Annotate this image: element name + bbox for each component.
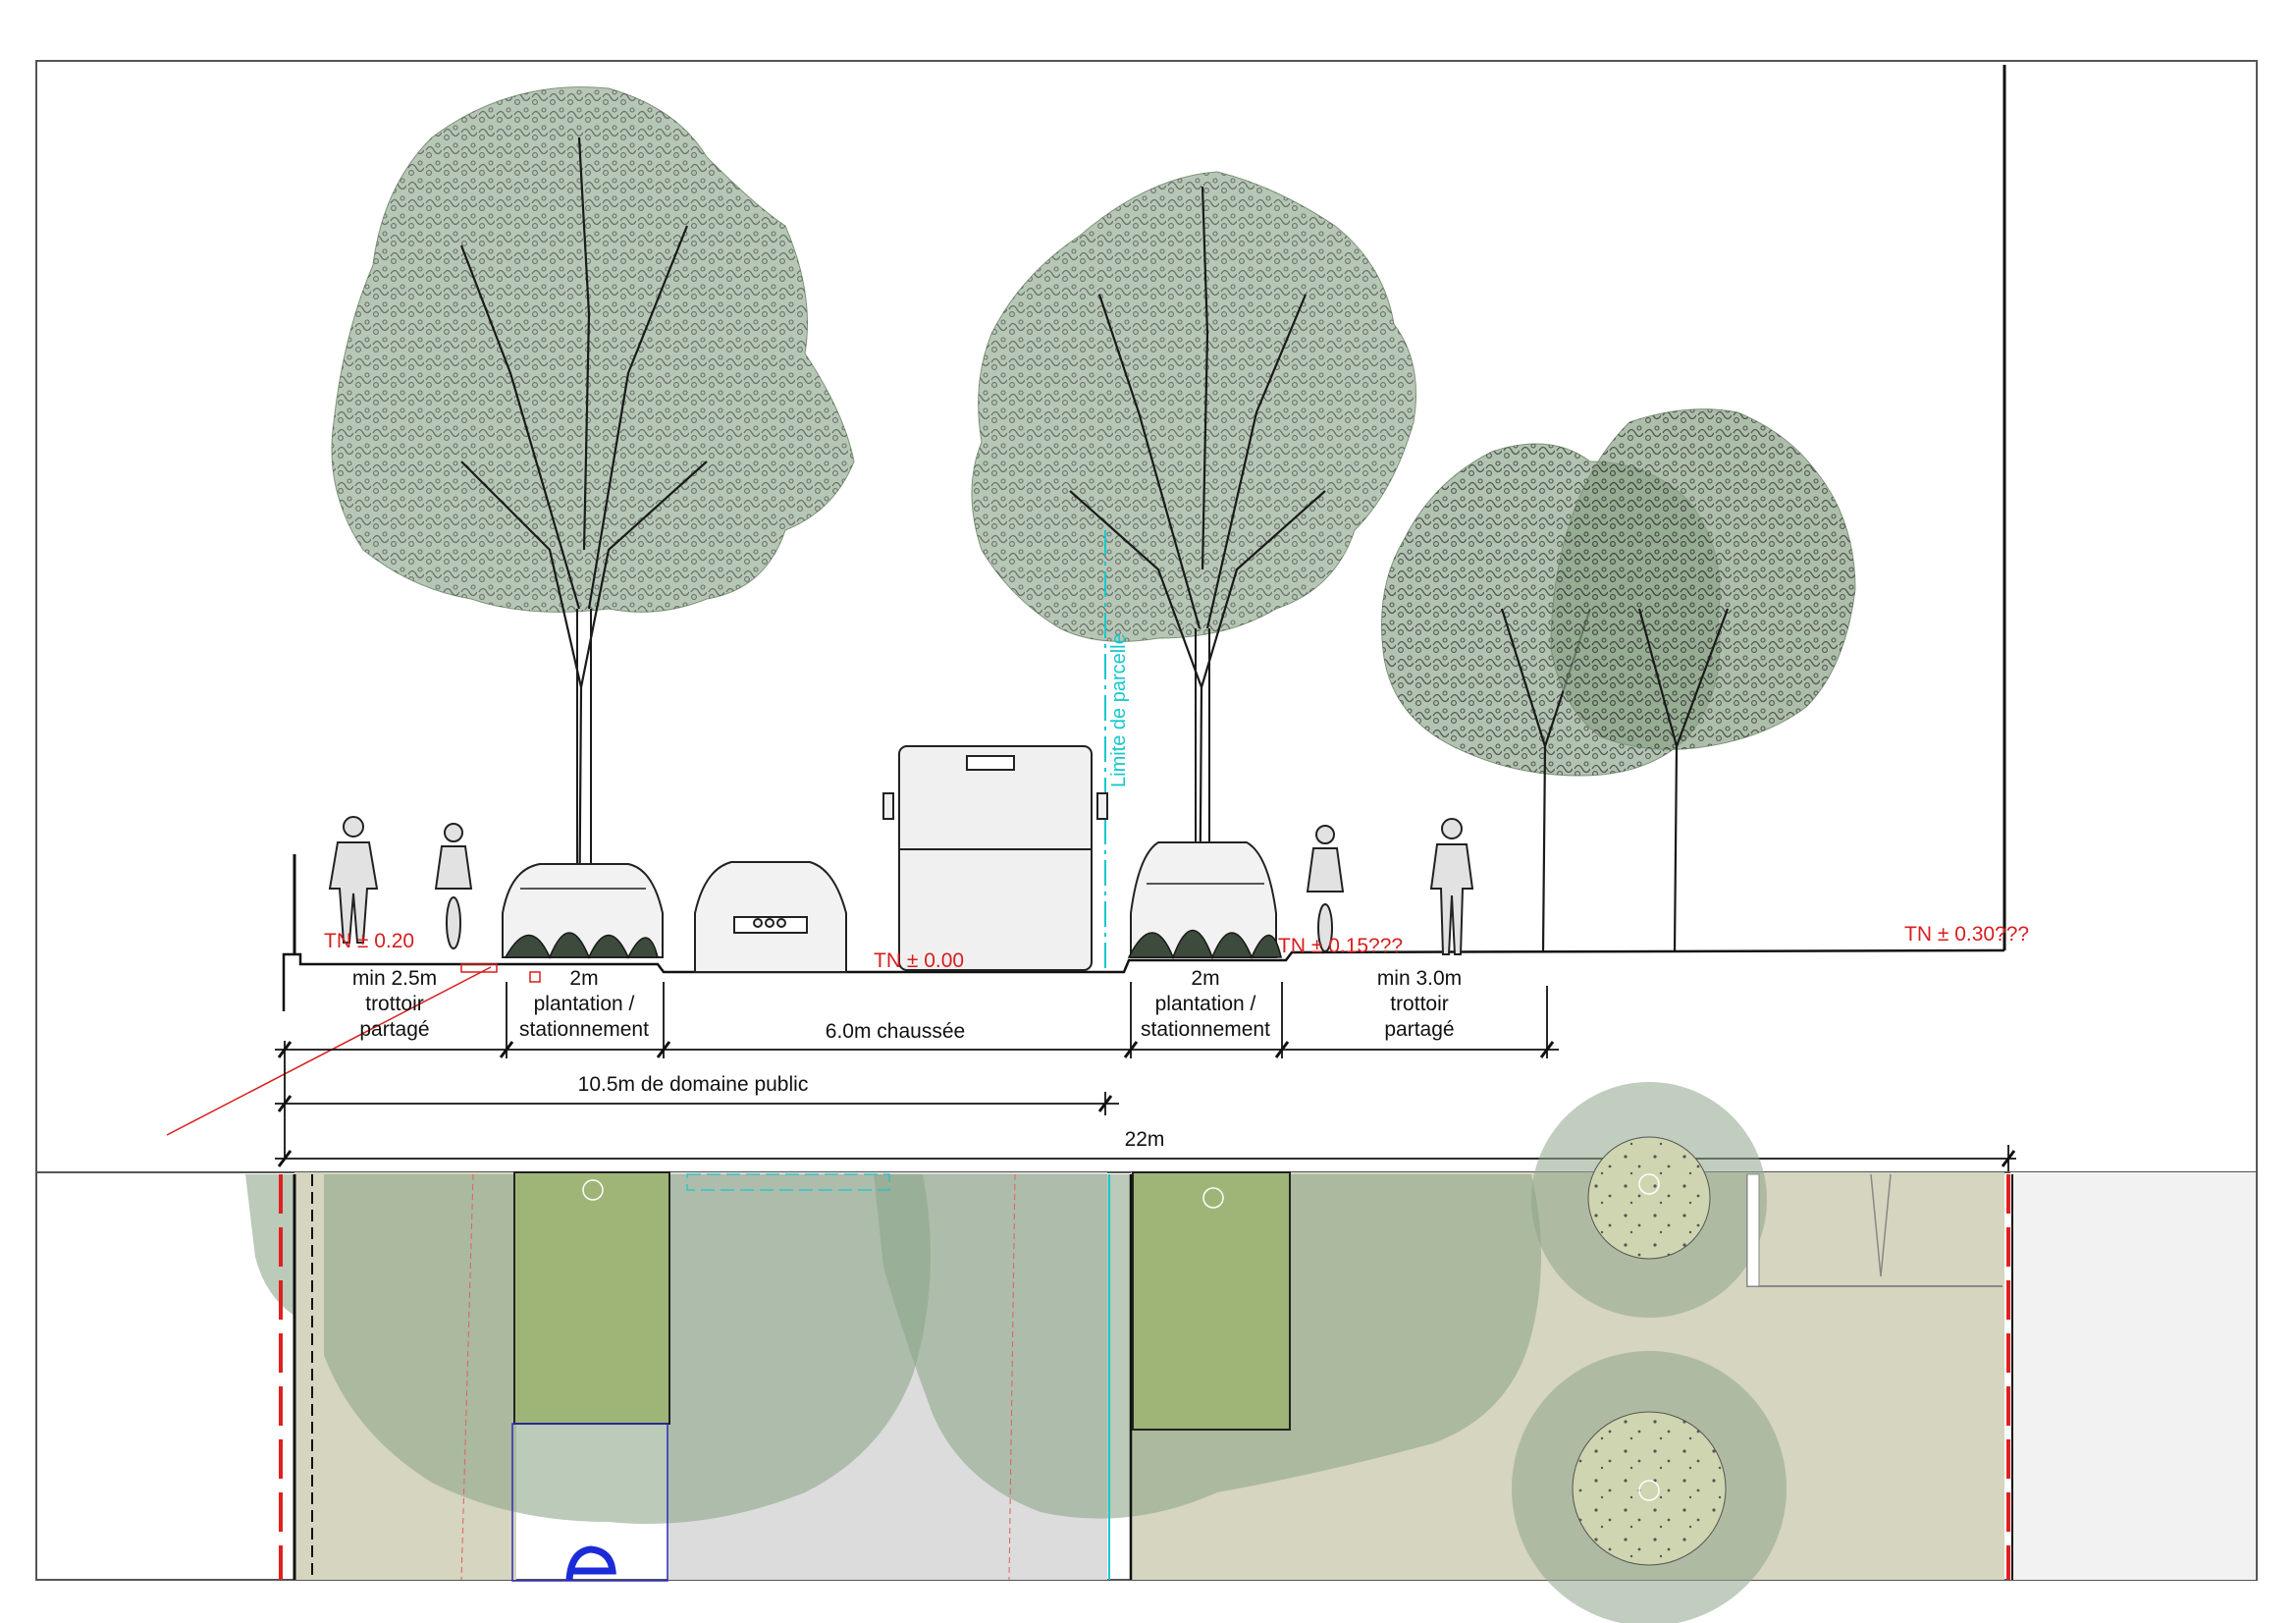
cyclist-icon bbox=[1306, 825, 1345, 952]
building-post bbox=[1746, 1173, 1760, 1287]
tree-icon bbox=[331, 86, 855, 948]
zone-left-planting: 2m plantation / stationnement bbox=[519, 967, 649, 1041]
zone-right-sidewalk: min 3.0m trottoir partagé bbox=[1377, 967, 1462, 1041]
building-detail bbox=[1870, 1173, 1892, 1277]
tree-pit-texture bbox=[1573, 1412, 1726, 1565]
level-marker-1 bbox=[460, 963, 498, 973]
svg-text:plantation /: plantation / bbox=[1155, 993, 1256, 1015]
zone-right-planting: 2m plantation / stationnement bbox=[1141, 967, 1270, 1041]
svg-text:min 3.0m: min 3.0m bbox=[1377, 967, 1462, 990]
planting-shrubs-left bbox=[504, 932, 660, 960]
car-icon bbox=[694, 861, 847, 973]
dimension-total: 22m bbox=[1125, 1128, 1165, 1151]
dimension-public-domain: 10.5m de domaine public bbox=[578, 1073, 809, 1096]
pedestrian-icon bbox=[1429, 818, 1474, 955]
zone-left-sidewalk: min 2.5m trottoir partagé bbox=[352, 967, 437, 1041]
level-leader-line bbox=[166, 966, 492, 1136]
svg-text:trottoir: trottoir bbox=[1390, 993, 1449, 1015]
parking-symbol bbox=[565, 1545, 616, 1581]
svg-text:stationnement: stationnement bbox=[519, 1018, 649, 1041]
tree-icon bbox=[1550, 408, 1856, 953]
car-icon bbox=[502, 863, 664, 958]
svg-text:2m: 2m bbox=[1191, 967, 1219, 990]
tree-pit-texture bbox=[1588, 1137, 1710, 1259]
svg-text:2m: 2m bbox=[569, 967, 598, 990]
tree-trunk-marker bbox=[1202, 1187, 1224, 1209]
tree-trunk-marker bbox=[582, 1179, 604, 1201]
section-view: Limite de parcelle bbox=[35, 60, 2258, 1173]
level-road: TN ± 0.00 bbox=[874, 949, 964, 972]
parcel-limit-label: Limite de parcelle bbox=[1108, 633, 1130, 787]
tree-icon bbox=[971, 171, 1416, 953]
planting-bed-right bbox=[1132, 1171, 1291, 1431]
svg-text:trottoir: trottoir bbox=[365, 993, 424, 1015]
cyclist-icon bbox=[434, 823, 473, 949]
svg-text:plantation /: plantation / bbox=[534, 993, 635, 1015]
planting-bed-left bbox=[513, 1171, 670, 1425]
level-left-sidewalk: TN ± 0.20 bbox=[324, 930, 414, 952]
plan-axis-left bbox=[460, 1173, 474, 1581]
street-furniture bbox=[686, 1173, 890, 1191]
pedestrian-icon bbox=[328, 816, 379, 944]
level-far-right: TN ± 0.30??? bbox=[1904, 923, 2029, 946]
parking-bay bbox=[511, 1423, 668, 1582]
level-marker-2 bbox=[529, 971, 541, 983]
svg-text:partagé: partagé bbox=[359, 1018, 429, 1041]
plan-beyond-plot bbox=[2010, 1172, 2256, 1580]
svg-text:partagé: partagé bbox=[1384, 1018, 1454, 1041]
svg-text:stationnement: stationnement bbox=[1141, 1018, 1270, 1041]
zone-carriageway: 6.0m chaussée bbox=[826, 1020, 965, 1043]
level-right-sidewalk: TN ± 0.15??? bbox=[1278, 935, 1403, 957]
plan-axis-right bbox=[1008, 1173, 1016, 1581]
car-icon bbox=[1130, 841, 1277, 958]
svg-text:min 2.5m: min 2.5m bbox=[352, 967, 437, 990]
planting-shrubs-right bbox=[1127, 929, 1282, 960]
bus-icon bbox=[882, 745, 1108, 971]
tree-trunk-marker bbox=[1638, 1173, 1660, 1501]
plan-view bbox=[35, 1082, 2258, 1623]
